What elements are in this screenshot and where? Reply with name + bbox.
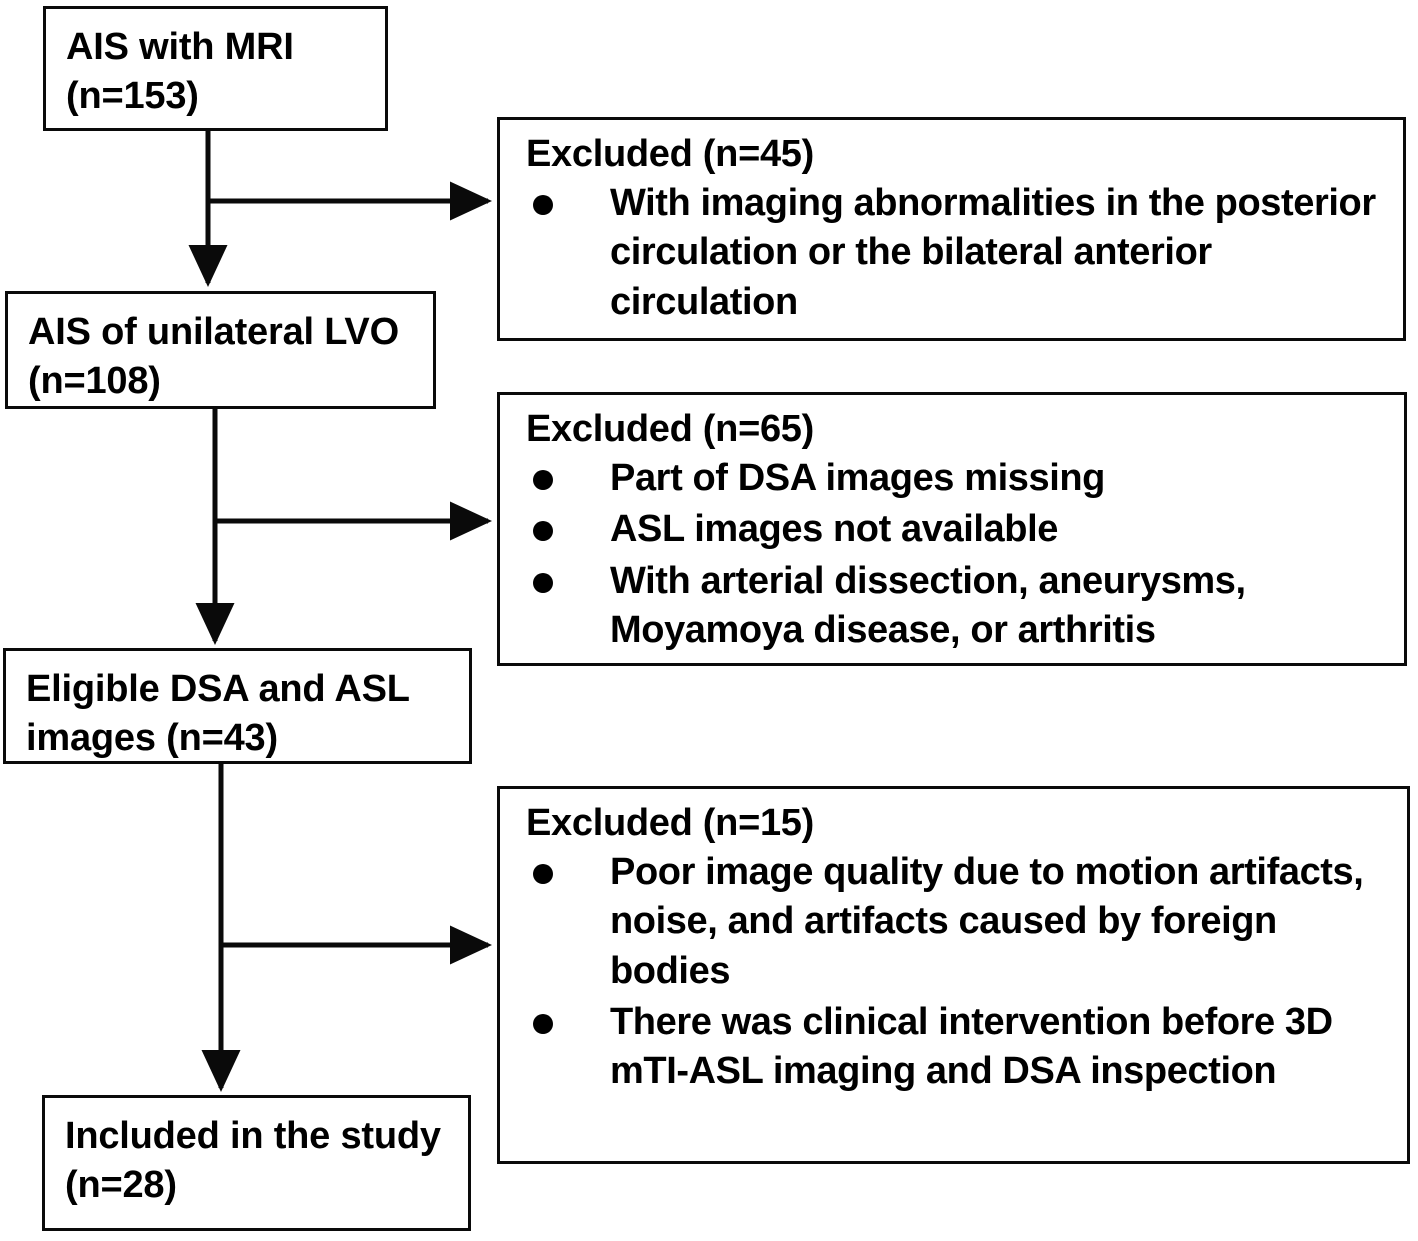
box-excluded-45-heading: Excluded (n=45) [526,133,814,175]
list-item-text: ASL images not available [610,508,1058,551]
box-ais-unilateral-lvo-label: AIS of unilateral LVO (n=108) [28,311,399,403]
box-eligible-dsa-asl: Eligible DSA and ASL images (n=43) [3,648,472,764]
box-excluded-15: Excluded (n=15) Poor image quality due t… [497,786,1410,1164]
bullet-icon [533,1014,553,1034]
box-ais-with-mri-label: AIS with MRI (n=153) [66,26,294,118]
bullet-icon [533,194,553,215]
box-included-in-study: Included in the study (n=28) [42,1095,471,1231]
box-excluded-65: Excluded (n=65) Part of DSA images missi… [497,392,1407,666]
box-excluded-15-heading: Excluded (n=15) [526,802,814,844]
box-excluded-65-list: Part of DSA images missing ASL images no… [526,454,1390,656]
box-excluded-45: Excluded (n=45) With imaging abnormaliti… [497,117,1406,341]
box-eligible-dsa-asl-label: Eligible DSA and ASL images (n=43) [26,668,410,760]
list-item: With arterial dissection, aneurysms, Moy… [526,557,1390,656]
box-ais-unilateral-lvo: AIS of unilateral LVO (n=108) [5,291,436,409]
list-item: There was clinical intervention before 3… [526,998,1393,1097]
bullet-icon [533,863,553,884]
list-item-text: Poor image quality due to motion artifac… [610,850,1364,992]
box-excluded-15-list: Poor image quality due to motion artifac… [526,848,1393,1097]
box-excluded-45-list: With imaging abnormalities in the poster… [526,179,1389,327]
box-ais-with-mri: AIS with MRI (n=153) [43,6,388,131]
bullet-icon [533,572,553,593]
bullet-icon [533,521,553,542]
list-item: Poor image quality due to motion artifac… [526,848,1393,996]
list-item: With imaging abnormalities in the poster… [526,179,1389,327]
list-item: Part of DSA images missing [526,454,1390,503]
box-included-in-study-label: Included in the study (n=28) [65,1115,441,1207]
list-item-text: There was clinical intervention before 3… [610,1001,1333,1093]
box-excluded-65-heading: Excluded (n=65) [526,408,814,450]
list-item-text: Part of DSA images missing [610,456,1105,499]
list-item-text: With imaging abnormalities in the poster… [610,181,1376,323]
list-item-text: With arterial dissection, aneurysms, Moy… [610,559,1246,651]
bullet-icon [533,469,553,490]
list-item: ASL images not available [526,505,1390,554]
